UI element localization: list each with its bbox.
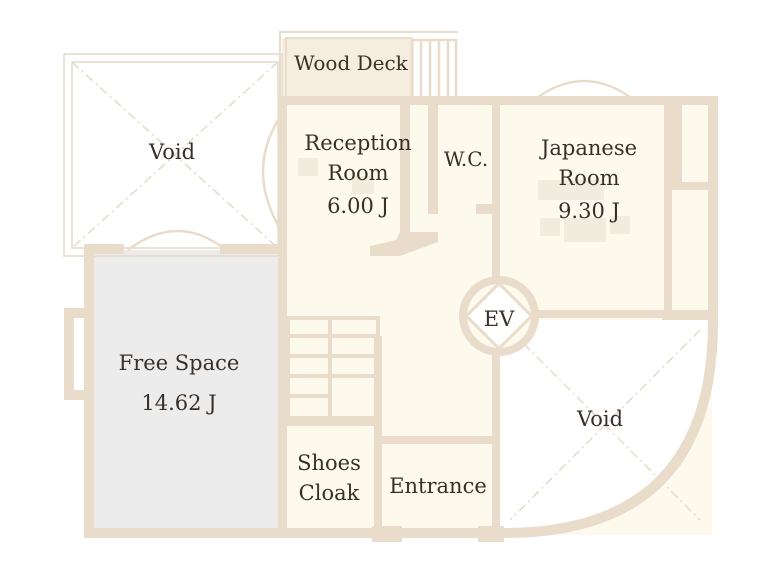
wall: [382, 436, 496, 444]
wall: [64, 308, 74, 400]
deck-railing-line: [279, 31, 458, 100]
japanese-door-arc: [533, 79, 635, 101]
free-space-area: 14.62 J: [141, 391, 216, 415]
free-space-door-arc: [127, 229, 227, 251]
reception-label-line2: Room: [327, 161, 388, 185]
wall: [372, 526, 402, 542]
wall: [282, 418, 382, 426]
wall: [374, 336, 382, 536]
wall: [500, 310, 670, 318]
japanese-table: [540, 218, 560, 236]
elevator: [459, 276, 539, 356]
reception-area: 6.00 J: [327, 194, 389, 218]
free-space-label: Free Space: [119, 351, 240, 375]
wall: [84, 244, 124, 254]
reception-cushion: [298, 158, 318, 176]
japanese-area: 9.30 J: [558, 199, 620, 223]
wall: [664, 104, 672, 318]
wall: [708, 96, 718, 324]
door-swings: [127, 79, 635, 251]
wall: [478, 526, 504, 542]
reception-door-arc: [261, 113, 284, 233]
deck-railing: [279, 31, 458, 100]
labels: Wood Deck Void Reception Room 6.00 J W.C…: [119, 51, 637, 505]
reception-cushion: [352, 176, 374, 194]
furniture: [298, 158, 630, 242]
reception-wall: [370, 104, 438, 256]
void-right-diagonal: [509, 329, 701, 521]
shoes-cloak-line2: Cloak: [299, 481, 360, 505]
japanese-table: [610, 216, 630, 234]
wall: [476, 204, 500, 214]
wood-deck-label: Wood Deck: [294, 51, 409, 75]
free-space-floor: [92, 250, 284, 530]
wall: [662, 310, 712, 320]
deck-stairs: [410, 38, 458, 100]
japanese-table: [538, 180, 604, 200]
void-right-lines: [509, 329, 701, 521]
wc-label: W.C.: [444, 147, 488, 171]
shoes-cloak-line1: Shoes: [297, 451, 361, 475]
entrance-label: Entrance: [389, 474, 487, 498]
deck-stair-frame: [410, 38, 458, 100]
ev-car: [464, 281, 534, 351]
wall: [492, 104, 500, 282]
reception-label-line1: Reception: [304, 131, 411, 155]
wall: [84, 528, 504, 538]
wall: [64, 390, 94, 400]
wall: [220, 244, 282, 254]
wall: [428, 104, 438, 214]
void-left-label: Void: [148, 140, 195, 164]
void-left-diagonal: [71, 61, 279, 249]
walls: [64, 96, 718, 542]
japanese-label-line2: Room: [558, 166, 619, 190]
wall: [278, 96, 718, 105]
japanese-table: [564, 218, 606, 242]
void-left-area: [63, 53, 283, 257]
japanese-label-line1: Japanese: [539, 136, 637, 160]
wall: [672, 104, 682, 190]
wall: [278, 96, 287, 536]
wood-deck-floor: [282, 38, 414, 100]
wall: [672, 182, 712, 190]
curved-wall: [500, 322, 718, 539]
wall: [64, 308, 94, 318]
deck-railing-line: [285, 37, 412, 100]
ev-label: EV: [484, 307, 515, 331]
void-right-label: Void: [576, 407, 623, 431]
